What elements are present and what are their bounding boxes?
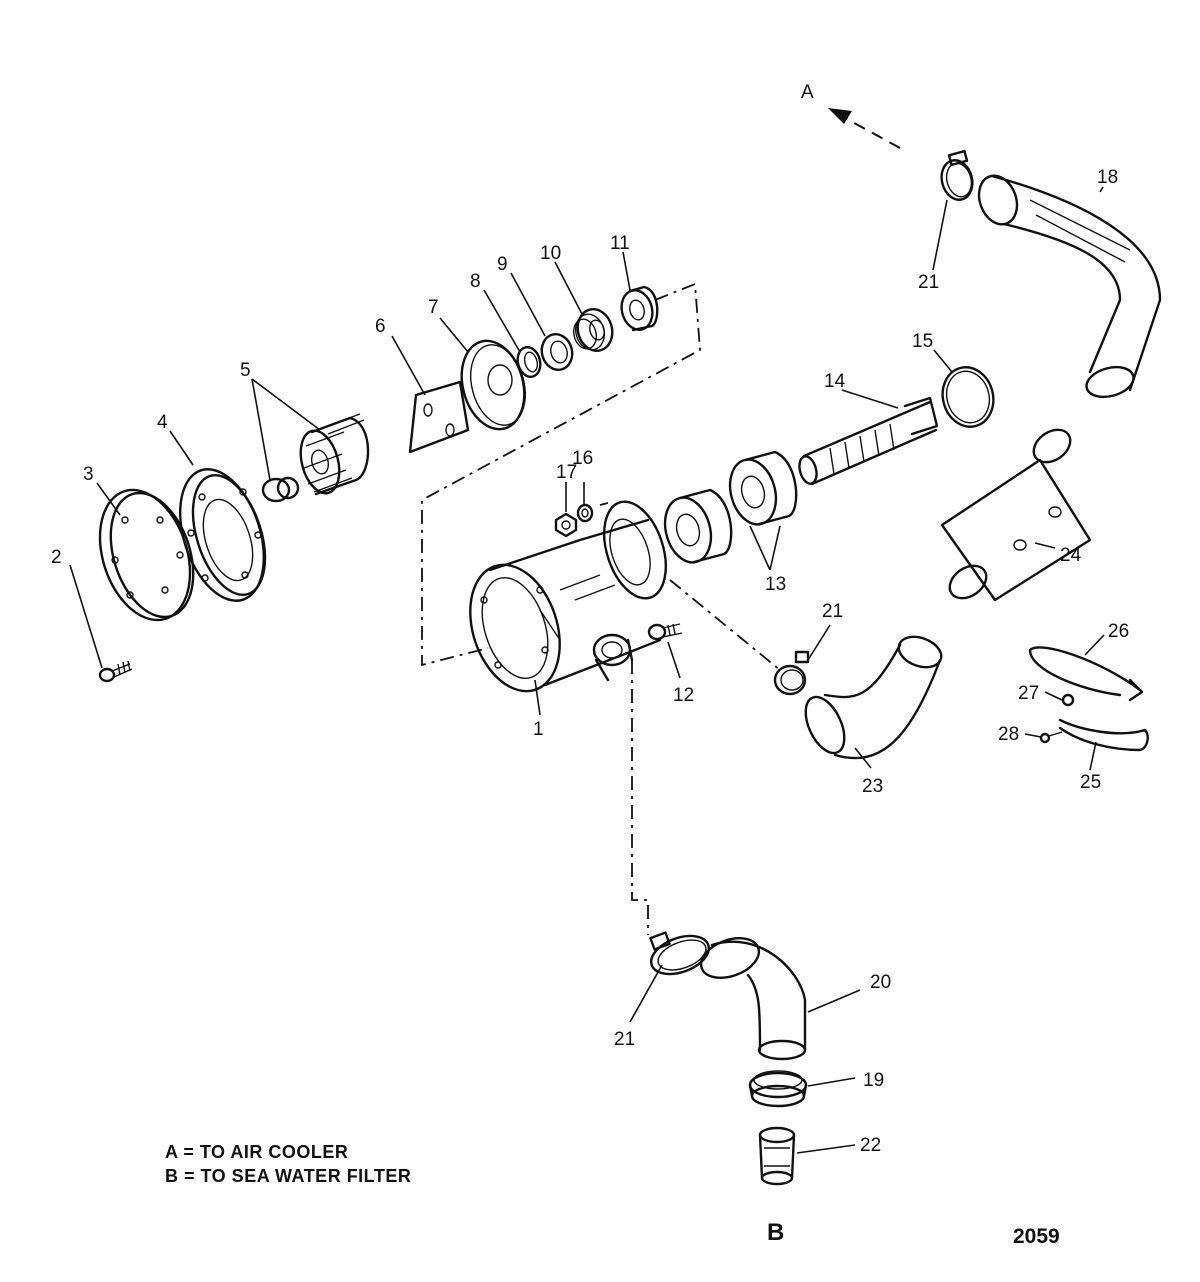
leader-lines <box>69 186 1105 1154</box>
callout-5: 5 <box>240 360 251 381</box>
callout-28: 28 <box>998 724 1019 745</box>
part-20-elbow-hose <box>699 937 807 1061</box>
part-23-elbow-hose <box>804 635 943 760</box>
marker-b: B <box>767 1219 784 1246</box>
part-6-wear-plate <box>408 380 470 454</box>
part-25-bracket <box>1058 718 1149 752</box>
part-26-strap <box>1028 646 1144 702</box>
part-9-washer <box>540 332 574 372</box>
part-13-bearings <box>663 450 798 564</box>
part-19-ring <box>748 1070 808 1108</box>
callout-21-top: 21 <box>918 272 939 293</box>
part-16-washer <box>576 503 594 523</box>
callout-21-middle: 21 <box>822 601 843 622</box>
part-15-o-ring <box>941 366 995 428</box>
callout-13: 13 <box>765 574 786 595</box>
callout-25: 25 <box>1080 772 1101 793</box>
flow-arrow-a <box>828 108 901 149</box>
part-10-seal <box>572 308 614 352</box>
callout-22: 22 <box>860 1135 881 1156</box>
callout-1: 1 <box>533 719 544 740</box>
part-1-pump-housing <box>469 500 667 693</box>
part-18-elbow-hose <box>977 174 1162 399</box>
part-21-clamp-bottom <box>649 931 710 976</box>
part-22-fitting <box>758 1126 796 1186</box>
callout-7: 7 <box>428 297 439 318</box>
part-7-plate <box>460 339 526 431</box>
callout-19: 19 <box>863 1070 884 1091</box>
callout-18: 18 <box>1097 167 1118 188</box>
callout-3: 3 <box>83 464 94 485</box>
callout-9: 9 <box>497 254 508 275</box>
callout-4: 4 <box>157 412 168 433</box>
part-24-filter <box>940 428 1092 602</box>
callout-12: 12 <box>673 685 694 706</box>
callout-11: 11 <box>610 233 630 254</box>
callout-20: 20 <box>870 972 891 993</box>
part-28-screw <box>1039 731 1063 744</box>
callout-16: 16 <box>572 448 593 469</box>
part-21-clamp-top <box>940 149 974 201</box>
figure-reference-number: 2059 <box>1013 1225 1060 1248</box>
callout-27: 27 <box>1018 683 1039 704</box>
part-27-nut <box>1061 693 1075 707</box>
part-21-clamp-middle <box>773 650 810 696</box>
part-4-gasket <box>178 468 267 602</box>
callout-8: 8 <box>470 271 481 292</box>
part-2-screw <box>98 660 133 683</box>
part-12-screw <box>647 623 683 641</box>
callout-14: 14 <box>824 371 846 392</box>
callout-15: 15 <box>912 331 933 352</box>
callout-26: 26 <box>1108 621 1129 642</box>
callout-21-bottom: 21 <box>614 1029 635 1050</box>
part-17-nut <box>554 512 578 538</box>
legend: A = TO AIR COOLER B = TO SEA WATER FILTE… <box>165 1140 411 1188</box>
part-8-ring <box>516 346 542 378</box>
part-11-seal-ring <box>620 285 659 332</box>
assembly-lines <box>421 282 781 935</box>
callout-10: 10 <box>540 243 561 264</box>
callout-2: 2 <box>51 547 62 568</box>
callout-24: 24 <box>1060 545 1082 566</box>
legend-line-a: A = TO AIR COOLER <box>165 1142 349 1162</box>
marker-a: A <box>801 82 814 103</box>
callout-6: 6 <box>375 316 386 337</box>
legend-line-b: B = TO SEA WATER FILTER <box>165 1166 412 1186</box>
callout-23: 23 <box>862 776 883 797</box>
callout-17: 17 <box>556 462 577 483</box>
part-14-shaft <box>798 396 939 486</box>
